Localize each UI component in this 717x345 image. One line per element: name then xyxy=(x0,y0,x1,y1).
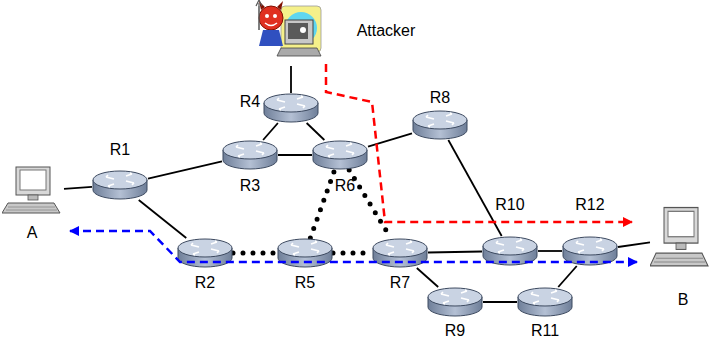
router-node: R3 xyxy=(222,140,278,170)
router-icon xyxy=(177,238,233,268)
router-node: R8 xyxy=(412,110,468,140)
legit-path xyxy=(70,231,637,262)
router-icon xyxy=(372,238,428,268)
node-label: R9 xyxy=(445,322,465,340)
network-link xyxy=(278,154,312,156)
attacker-node: Attacker xyxy=(255,0,327,66)
node-label: Attacker xyxy=(357,22,416,40)
router-icon xyxy=(562,236,618,266)
network-link xyxy=(290,66,292,93)
node-label: B xyxy=(678,291,689,309)
router-node: R12 xyxy=(562,236,618,266)
node-label: R2 xyxy=(195,274,215,292)
computer-icon xyxy=(2,165,64,217)
elided-link xyxy=(310,170,334,238)
node-label: R3 xyxy=(240,177,260,195)
node-label: R10 xyxy=(495,196,524,214)
network-link xyxy=(307,123,325,140)
attack-path xyxy=(326,64,632,222)
router-node: R6 xyxy=(312,140,368,170)
node-label: R8 xyxy=(430,89,450,107)
router-icon xyxy=(277,238,333,268)
router-icon xyxy=(92,170,148,200)
router-node: R11 xyxy=(517,287,573,317)
network-link xyxy=(618,242,650,247)
router-node: R9 xyxy=(427,287,483,317)
node-label: R5 xyxy=(295,274,315,292)
host-node: A xyxy=(2,165,64,217)
node-label: R7 xyxy=(390,274,410,292)
router-node: R5 xyxy=(277,238,333,268)
router-icon xyxy=(312,140,368,170)
network-link xyxy=(263,123,278,140)
network-link xyxy=(538,250,562,252)
network-link xyxy=(558,266,577,287)
network-link xyxy=(64,187,92,189)
node-label: R11 xyxy=(531,322,559,340)
network-link xyxy=(368,133,412,146)
network-link xyxy=(148,161,222,178)
network-link xyxy=(417,268,438,287)
router-icon xyxy=(427,287,483,317)
router-node: R7 xyxy=(372,238,428,268)
node-label: R6 xyxy=(335,177,355,195)
host-node: B xyxy=(650,205,712,271)
router-node: R1 xyxy=(92,170,148,200)
elided-link xyxy=(349,170,391,238)
router-node: R4 xyxy=(263,93,319,123)
network-link xyxy=(139,200,187,238)
router-node: R2 xyxy=(177,238,233,268)
computer-icon xyxy=(650,205,712,271)
router-icon xyxy=(517,287,573,317)
network-link xyxy=(483,301,517,303)
router-icon xyxy=(412,110,468,140)
router-node: R10 xyxy=(482,236,538,266)
router-icon xyxy=(263,93,319,123)
elided-link xyxy=(333,251,372,256)
network-link xyxy=(428,251,482,254)
node-label: A xyxy=(27,224,38,242)
node-label: R12 xyxy=(575,196,604,214)
node-label: R4 xyxy=(240,93,260,111)
attacker-icon xyxy=(255,0,327,66)
network-link xyxy=(448,140,501,236)
elided-link xyxy=(233,251,277,256)
router-icon xyxy=(482,236,538,266)
router-icon xyxy=(222,140,278,170)
node-label: R1 xyxy=(110,141,130,159)
